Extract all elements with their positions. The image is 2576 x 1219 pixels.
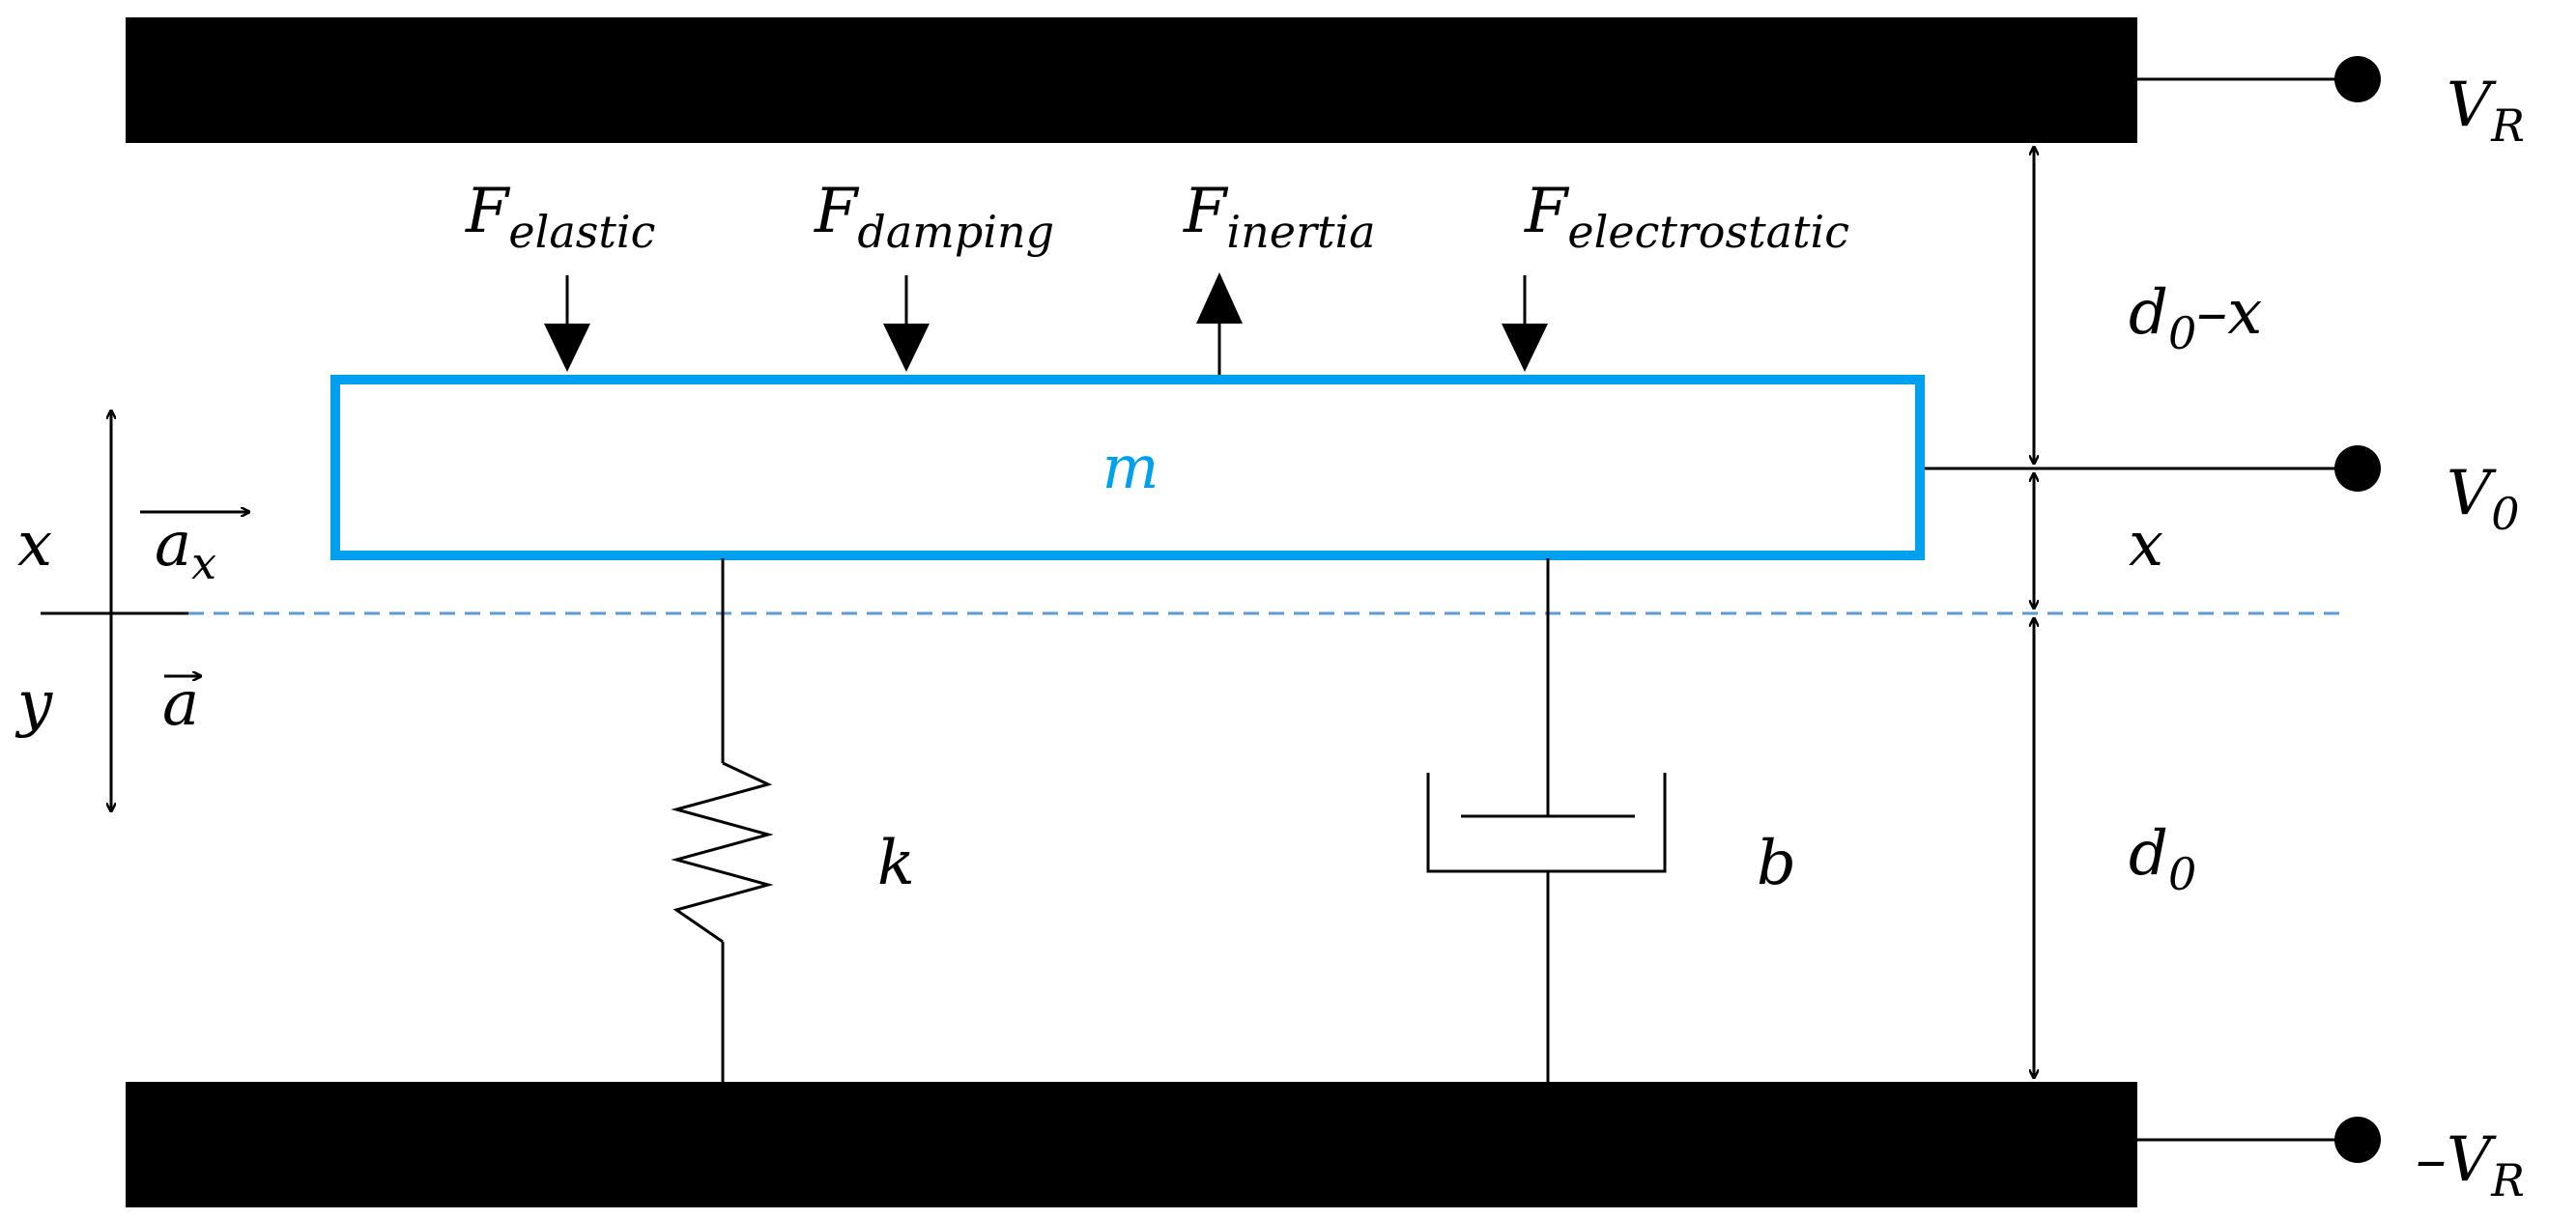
gap-upper-label: d0–x: [2129, 277, 2262, 359]
y-axis-label: y: [14, 668, 53, 740]
damper: [1426, 558, 1667, 1082]
force-elastic-label: Felastic: [465, 176, 655, 258]
force-damping-label: Fdamping: [814, 176, 1054, 258]
bottom-plate: [126, 1082, 2137, 1207]
force-inertia-label: Finertia: [1183, 176, 1376, 258]
force-inertia-arrow: [1196, 272, 1243, 375]
damper-label: b: [1757, 828, 1796, 899]
gap-middle-label: x: [2129, 509, 2163, 581]
mass-label: m: [1102, 432, 1159, 502]
top-plate: [126, 17, 2137, 143]
bottom-voltage-label: –VR: [2416, 1124, 2525, 1206]
spring-label: k: [877, 828, 915, 899]
svg-text:a: a: [162, 668, 199, 740]
force-electrostatic-label: Felectrostatic: [1524, 176, 1849, 258]
acceleration-x-label: ax: [140, 509, 249, 589]
force-elastic-arrow: [544, 275, 590, 372]
force-electrostatic-arrow: [1502, 275, 1548, 372]
bottom-terminal: [2334, 1117, 2381, 1163]
svg-text:ax: ax: [155, 509, 216, 589]
top-terminal: [2334, 56, 2381, 102]
spring: [671, 558, 774, 1082]
force-damping-arrow: [883, 275, 930, 372]
mass-terminal: [2334, 445, 2381, 492]
gap-lower-label: d0: [2129, 818, 2196, 900]
proof-mass: [330, 375, 1925, 560]
x-axis-label: x: [17, 509, 52, 581]
top-voltage-label: VR: [2447, 70, 2525, 152]
mass-voltage-label: V0: [2447, 458, 2520, 540]
acceleration-label: a: [162, 668, 201, 740]
